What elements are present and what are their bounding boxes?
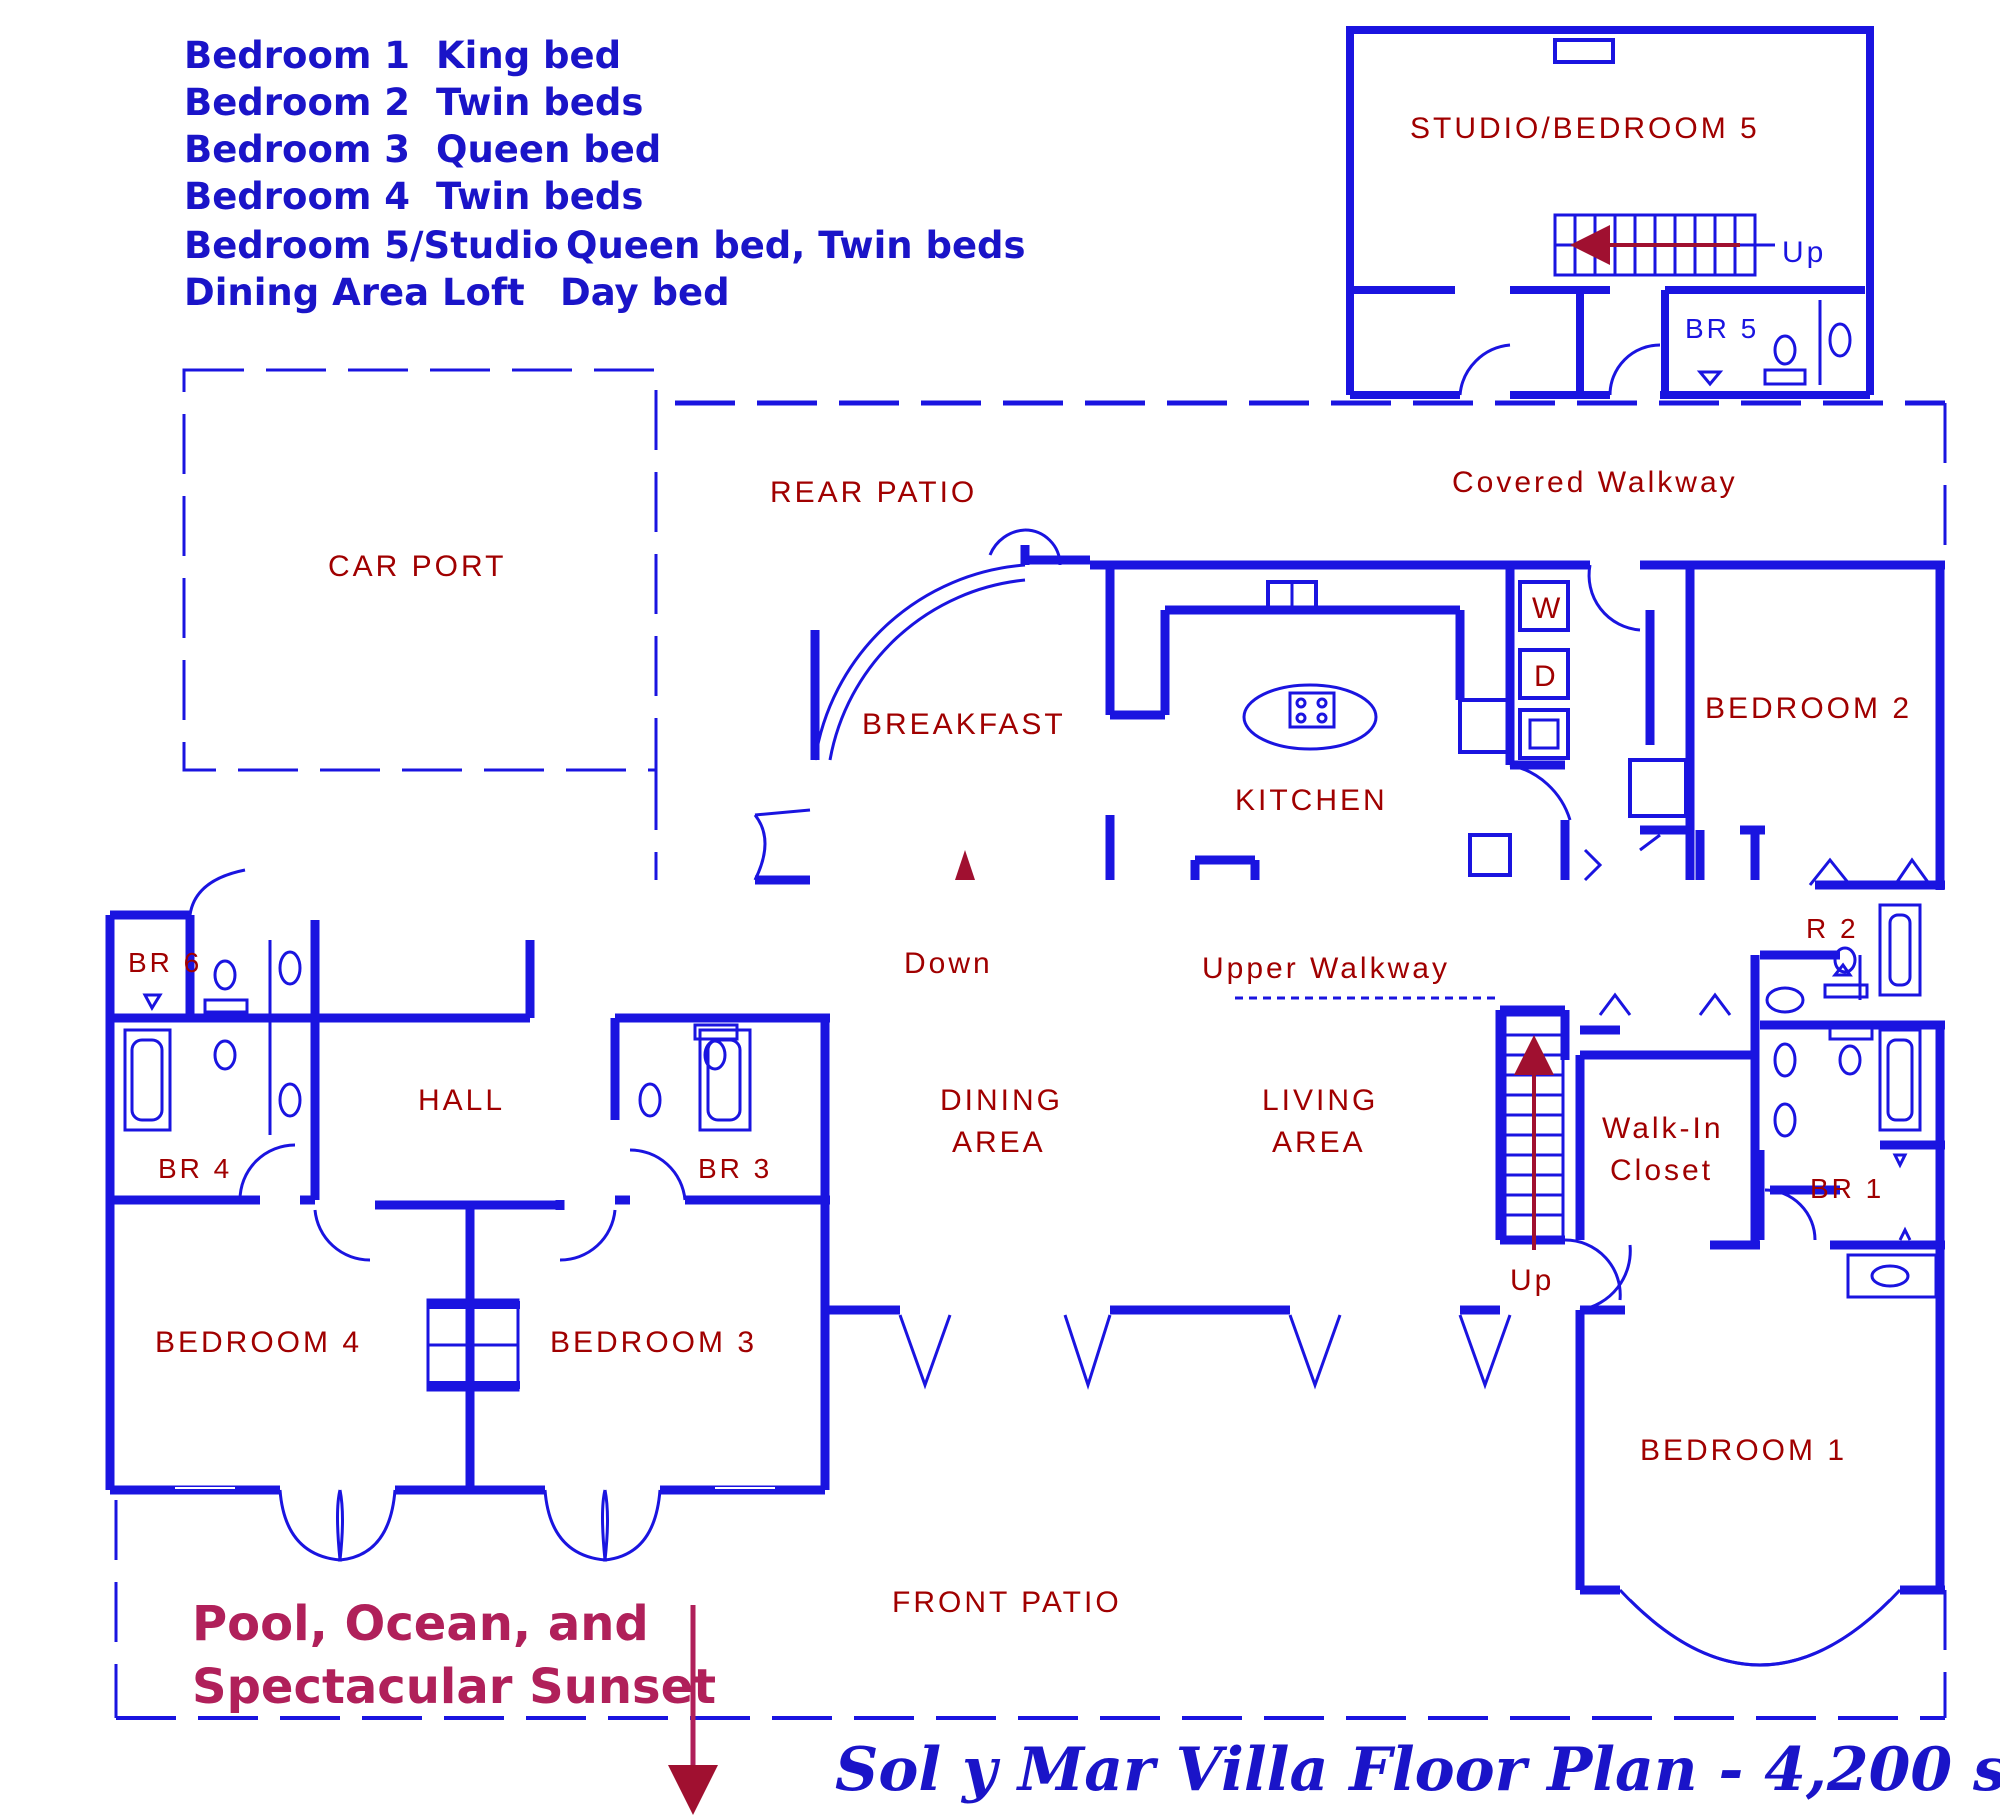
living-label-1: LIVING	[1262, 1084, 1378, 1117]
car-port-label: CAR PORT	[328, 550, 506, 583]
cooktop	[1288, 691, 1336, 729]
plan-title: Sol y Mar Villa Floor Plan - 4,200 sq ft	[835, 1735, 2000, 1805]
pool-callout-line-1: Pool, Ocean, and	[192, 1596, 649, 1652]
front-patio-label: FRONT PATIO	[892, 1586, 1122, 1619]
legend-bed-4: Twin beds	[436, 175, 643, 218]
legend-bed-5: Queen bed, Twin beds	[566, 224, 1026, 267]
legend-bed-3: Queen bed	[436, 128, 661, 171]
breakfast-label: BREAKFAST	[862, 708, 1066, 741]
legend-room-6: Dining Area Loft	[184, 271, 525, 314]
upper-walkway-label: Upper Walkway	[1202, 952, 1450, 985]
br6-label: BR 6	[128, 947, 202, 978]
pool-callout-line-2: Spectacular Sunset	[192, 1659, 716, 1715]
legend-room-3: Bedroom 3	[184, 128, 410, 171]
closet-label-1: Walk-In	[1602, 1112, 1724, 1145]
main-walls	[105, 545, 1945, 1595]
br3-label: BR 3	[698, 1153, 772, 1184]
living-label-2: AREA	[1272, 1126, 1366, 1159]
bedroom1-label: BEDROOM 1	[1640, 1434, 1847, 1467]
br4-label: BR 4	[158, 1153, 232, 1184]
bed-legend: Bedroom 1 King bed Bedroom 2 Twin beds B…	[184, 34, 1026, 314]
rear-patio-label: REAR PATIO	[770, 476, 977, 509]
kitchen-island	[1242, 683, 1378, 751]
dining-label-2: AREA	[952, 1126, 1046, 1159]
kitchen-label: KITCHEN	[1235, 784, 1388, 817]
legend-bed-2: Twin beds	[436, 81, 643, 124]
down-label: Down	[904, 947, 993, 980]
studio-up-label: Up	[1782, 236, 1826, 269]
studio-building	[1346, 26, 1874, 399]
legend-bed-1: King bed	[436, 34, 621, 77]
br2-label: R 2	[1806, 913, 1859, 944]
main-stair-up-label: Up	[1510, 1264, 1554, 1297]
hall-label: HALL	[418, 1084, 505, 1117]
thin-details	[123, 528, 1938, 1667]
down-marker	[955, 850, 975, 880]
bedroom3-label: BEDROOM 3	[550, 1326, 757, 1359]
legend-room-2: Bedroom 2	[184, 81, 410, 124]
dryer	[1518, 648, 1570, 700]
br5-label: BR 5	[1685, 313, 1759, 344]
legend-bed-6: Day bed	[560, 271, 730, 314]
dining-label-1: DINING	[940, 1084, 1063, 1117]
dryer-label: D	[1534, 660, 1556, 693]
dashed-outlines	[114, 368, 1947, 1720]
legend-room-4: Bedroom 4	[184, 175, 410, 218]
washer-label: W	[1532, 592, 1561, 625]
br1-label: BR 1	[1810, 1173, 1884, 1204]
car-port-outline	[182, 368, 658, 772]
bedroom4-label: BEDROOM 4	[155, 1326, 362, 1359]
covered-walkway-label: Covered Walkway	[1452, 466, 1738, 499]
washer	[1518, 580, 1570, 632]
studio-label: STUDIO/BEDROOM 5	[1410, 112, 1760, 145]
bedroom2-label: BEDROOM 2	[1705, 692, 1912, 725]
hall-closet	[428, 1301, 520, 1389]
closet-label-2: Closet	[1610, 1154, 1713, 1187]
legend-room-5: Bedroom 5/Studio	[184, 224, 559, 267]
legend-room-1: Bedroom 1	[184, 34, 410, 77]
